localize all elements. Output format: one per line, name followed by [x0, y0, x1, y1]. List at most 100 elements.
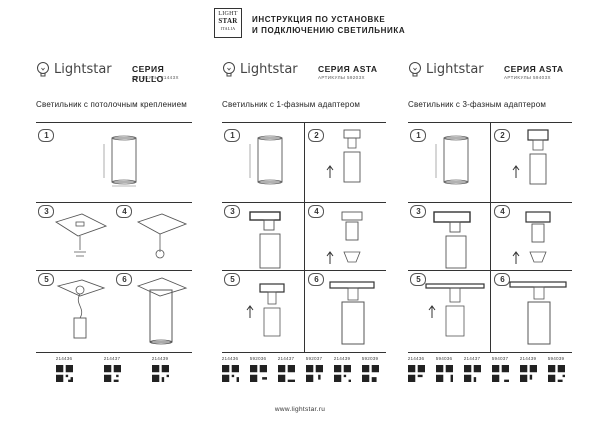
column-subtitle: Светильник с 3-фазным адаптером	[408, 100, 547, 109]
website-url[interactable]: www.lightstar.ru	[274, 406, 326, 413]
divider	[408, 352, 572, 353]
installed-lamp-drawing	[509, 281, 567, 345]
step-number: 5	[38, 273, 54, 286]
article-code: 592036	[249, 356, 267, 361]
series-name: СЕРИЯ ASTA	[504, 64, 564, 74]
divider	[490, 122, 491, 352]
step-number: 4	[116, 205, 132, 218]
qr-code-icon	[362, 365, 379, 382]
column-subtitle: Светильник с потолочным креплением	[36, 100, 187, 109]
divider	[222, 352, 386, 353]
ceiling-mount-drawing	[54, 213, 108, 257]
article-code: 214439	[333, 356, 351, 361]
divider	[36, 352, 192, 353]
qr-code-icon	[520, 365, 537, 382]
lamp-dimensions-drawing	[103, 135, 137, 187]
article-code: 214436	[55, 356, 73, 361]
article-code: 214436	[407, 356, 425, 361]
step-number: 1	[410, 129, 426, 142]
step-number: 6	[308, 273, 324, 286]
track-mount-drawing	[433, 211, 471, 269]
step-number: 3	[410, 205, 426, 218]
series-name: СЕРИЯ RULLO	[132, 64, 165, 84]
articles-label: АРТИКУЛЫ 59403Х	[504, 75, 551, 80]
lightbulb-logo-icon	[409, 62, 421, 77]
title-line-1: ИНСТРУКЦИЯ ПО УСТАНОВКЕ	[252, 15, 386, 24]
installed-lamp-drawing	[329, 281, 375, 345]
step-number: 6	[494, 273, 510, 286]
track-mount-drawing	[249, 211, 281, 269]
divider	[36, 270, 192, 271]
step-number: 1	[224, 129, 240, 142]
qr-code-icon	[408, 365, 425, 382]
articles-label: АРТИКУЛЫ 59203Х	[318, 75, 365, 80]
divider	[222, 270, 386, 271]
qr-code-icon	[306, 365, 323, 382]
brand-name: Lightstar	[426, 62, 484, 77]
qr-code-icon	[250, 365, 267, 382]
adapter-drawing	[326, 129, 361, 183]
divider	[408, 270, 572, 271]
divider	[36, 202, 192, 203]
qr-code-icon	[436, 365, 453, 382]
article-code: 214439	[519, 356, 537, 361]
divider	[408, 202, 572, 203]
step-number: 3	[38, 205, 54, 218]
adapter-drawing	[512, 129, 549, 185]
qr-code-icon	[56, 365, 73, 382]
step-number: 2	[494, 129, 510, 142]
qr-code-icon	[222, 365, 239, 382]
qr-code-icon	[334, 365, 351, 382]
wiring-drawing	[56, 279, 106, 339]
qr-code-icon	[152, 365, 169, 382]
articles-label: АРТИКУЛЫ 21443Х	[132, 75, 179, 80]
step-number: 6	[116, 273, 132, 286]
article-code: 592037	[305, 356, 323, 361]
article-code: 214437	[103, 356, 121, 361]
brand-name: Lightstar	[240, 62, 298, 77]
step-number: 4	[494, 205, 510, 218]
divider	[222, 202, 386, 203]
installed-lamp-drawing	[136, 277, 188, 345]
step-number: 4	[308, 205, 324, 218]
article-code: 214437	[463, 356, 481, 361]
adapter-lock-drawing	[512, 211, 551, 264]
logo-line: ITALIA	[220, 26, 236, 31]
rail-insert-drawing	[246, 283, 285, 337]
article-code: 594037	[491, 356, 509, 361]
brand-name: Lightstar	[54, 62, 112, 77]
step-number: 1	[38, 129, 54, 142]
lightbulb-logo-icon	[223, 62, 235, 77]
logo-line: LIGHT	[218, 11, 238, 17]
step-number: 2	[308, 129, 324, 142]
ceiling-plate-drawing	[136, 213, 188, 259]
article-code: 214436	[221, 356, 239, 361]
article-code: 214437	[277, 356, 295, 361]
column-rullo: Lightstar СЕРИЯ RULLO АРТИКУЛЫ 21443Х Св…	[36, 60, 194, 400]
rail-insert-drawing	[425, 283, 485, 337]
article-code: 594039	[547, 356, 565, 361]
logo-line: STAR	[218, 17, 238, 25]
title-line-2: И ПОДКЛЮЧЕНИЮ СВЕТИЛЬНИКА	[252, 26, 406, 35]
column-asta-3phase: Lightstar СЕРИЯ ASTA АРТИКУЛЫ 59403Х Све…	[408, 60, 574, 400]
lamp-dimensions-drawing	[249, 135, 283, 185]
divider	[36, 122, 192, 123]
column-asta-1phase: Lightstar СЕРИЯ ASTA АРТИКУЛЫ 59203Х Све…	[222, 60, 388, 400]
qr-code-icon	[104, 365, 121, 382]
document-title: ИНСТРУКЦИЯ ПО УСТАНОВКЕ И ПОДКЛЮЧЕНИЮ СВ…	[252, 14, 405, 36]
article-code: 214439	[151, 356, 169, 361]
lightbulb-logo-icon	[37, 62, 49, 77]
qr-code-icon	[464, 365, 481, 382]
qr-code-icon	[492, 365, 509, 382]
article-code: 592039	[361, 356, 379, 361]
article-code: 594036	[435, 356, 453, 361]
lightstar-italia-logo: LIGHT STAR ITALIA	[214, 8, 242, 38]
qr-code-icon	[278, 365, 295, 382]
adapter-lock-drawing	[326, 211, 363, 264]
step-number: 5	[224, 273, 240, 286]
lamp-dimensions-drawing	[435, 135, 469, 185]
series-name: СЕРИЯ ASTA	[318, 64, 378, 74]
column-subtitle: Светильник с 1-фазным адаптером	[222, 100, 361, 109]
step-number: 3	[224, 205, 240, 218]
qr-code-icon	[548, 365, 565, 382]
